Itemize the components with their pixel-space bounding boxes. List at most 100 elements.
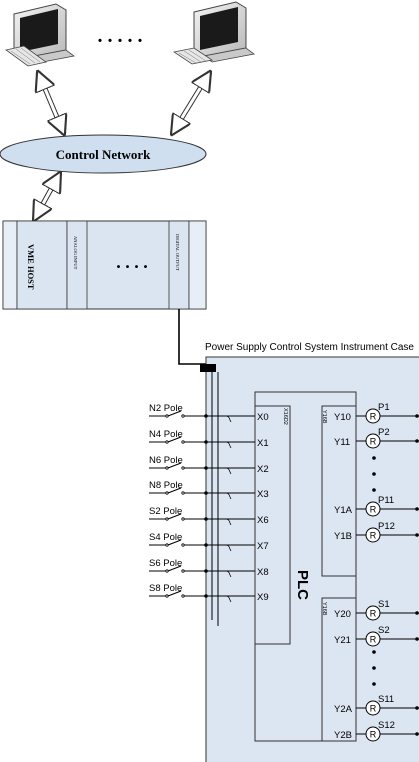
switch-blade	[167, 410, 182, 417]
output-terminal-label: Y20	[334, 609, 351, 620]
rack-to-case-cable	[178, 309, 206, 365]
switch-blade	[167, 487, 182, 494]
switch-contact	[165, 440, 169, 444]
relay-symbol: R	[370, 730, 377, 740]
input-terminal-label: X0	[257, 412, 269, 423]
switch-label: N6 Pole	[149, 455, 183, 466]
switch-contact	[165, 594, 169, 598]
output-terminal-label: Y2B	[334, 730, 352, 741]
relay-symbol: R	[370, 412, 377, 422]
computers-ellipsis: . . . . .	[98, 25, 143, 47]
switch-contact	[181, 414, 185, 418]
output-relay-row: Y10 RP1	[334, 402, 419, 424]
relay-label: S11	[378, 694, 394, 705]
plc-output-card-2	[321, 597, 357, 742]
input-terminal-label: X9	[257, 592, 269, 603]
output-terminal-dot	[415, 706, 419, 710]
relay-symbol: R	[370, 635, 377, 645]
relay-symbol: R	[370, 505, 377, 515]
output-relay-row: Y11 RP2	[334, 427, 419, 449]
switch-contact	[181, 491, 185, 495]
relay-label: P1	[378, 402, 390, 413]
relay-label: P2	[378, 427, 390, 438]
input-terminal-label: X7	[257, 541, 269, 552]
output-card-2-tag: Y16B	[321, 602, 327, 616]
relay-symbol: R	[370, 437, 377, 447]
input-terminal-label: X8	[257, 567, 269, 578]
input-terminal-label: X6	[257, 515, 269, 526]
rack-ellipsis: . . . .	[116, 252, 148, 272]
instrument-case-title: Power Supply Control System Instrument C…	[205, 342, 414, 353]
output-terminal-dot	[415, 732, 419, 736]
case-terminal	[204, 543, 208, 547]
output-terminal-label: Y1A	[334, 505, 353, 516]
plc-label: PLC	[294, 570, 311, 600]
slot-digital-output: DIGITAL OUTPUT	[175, 234, 180, 271]
switch-label: S8 Pole	[149, 583, 182, 594]
switch-label: S2 Pole	[149, 506, 182, 517]
case-terminal	[204, 594, 208, 598]
relay-label: S1	[378, 599, 390, 610]
computer-left-icon	[5, 3, 75, 67]
relay-symbol: R	[370, 609, 377, 619]
switch-blade	[167, 436, 182, 443]
case-connector	[200, 364, 216, 372]
relay-label: S2	[378, 625, 390, 636]
relay-label: S12	[378, 720, 395, 731]
output-terminal-dot	[415, 637, 419, 641]
switch-contact	[181, 466, 185, 470]
output-relay-row: Y20 RS1	[334, 599, 419, 621]
switch-label: N2 Pole	[149, 403, 183, 414]
output-terminal-label: Y1B	[334, 531, 352, 542]
output-terminal-dot	[415, 507, 419, 511]
switch-label: S6 Pole	[149, 558, 182, 569]
switch-contact	[181, 569, 185, 573]
relay-label: P11	[378, 495, 394, 506]
switch-blade	[167, 590, 182, 597]
switch-contact	[181, 594, 185, 598]
switch-contact	[165, 466, 169, 470]
case-terminal	[204, 491, 208, 495]
input-terminal-label: X2	[257, 464, 269, 475]
switch-blade	[167, 462, 182, 469]
switch-contact	[165, 414, 169, 418]
switch-blade	[167, 539, 182, 546]
computer-right-icon	[172, 1, 255, 65]
slot-analog-input: ANALOG INPUT	[73, 236, 78, 270]
case-terminal	[204, 466, 208, 470]
case-terminal	[204, 440, 208, 444]
control-network-ellipse	[0, 134, 207, 174]
switch-blade	[167, 565, 182, 572]
switch-contact	[165, 543, 169, 547]
input-terminal-label: X1	[257, 438, 269, 449]
case-terminal	[204, 569, 208, 573]
output-terminal-dot	[415, 439, 419, 443]
vme-rack	[2, 220, 207, 310]
relay-label: P12	[378, 521, 395, 532]
output-terminal-label: Y21	[334, 635, 351, 646]
plc-outer	[254, 391, 357, 742]
switch-contact	[181, 543, 185, 547]
output-relay-row: Y21 RS2	[334, 625, 419, 647]
output-terminal-label: Y2A	[334, 704, 353, 715]
switch-blade	[167, 513, 182, 520]
switch-label: N4 Pole	[149, 429, 183, 440]
switch-label: N8 Pole	[149, 480, 183, 491]
slot-vme-host: VME HOST	[26, 244, 36, 290]
case-terminal	[204, 517, 208, 521]
output-terminal-label: Y11	[334, 437, 350, 448]
switch-contact	[165, 517, 169, 521]
output-terminal-dot	[415, 533, 419, 537]
output-terminal-dot	[415, 611, 419, 615]
output-terminal-label: Y10	[334, 412, 351, 423]
